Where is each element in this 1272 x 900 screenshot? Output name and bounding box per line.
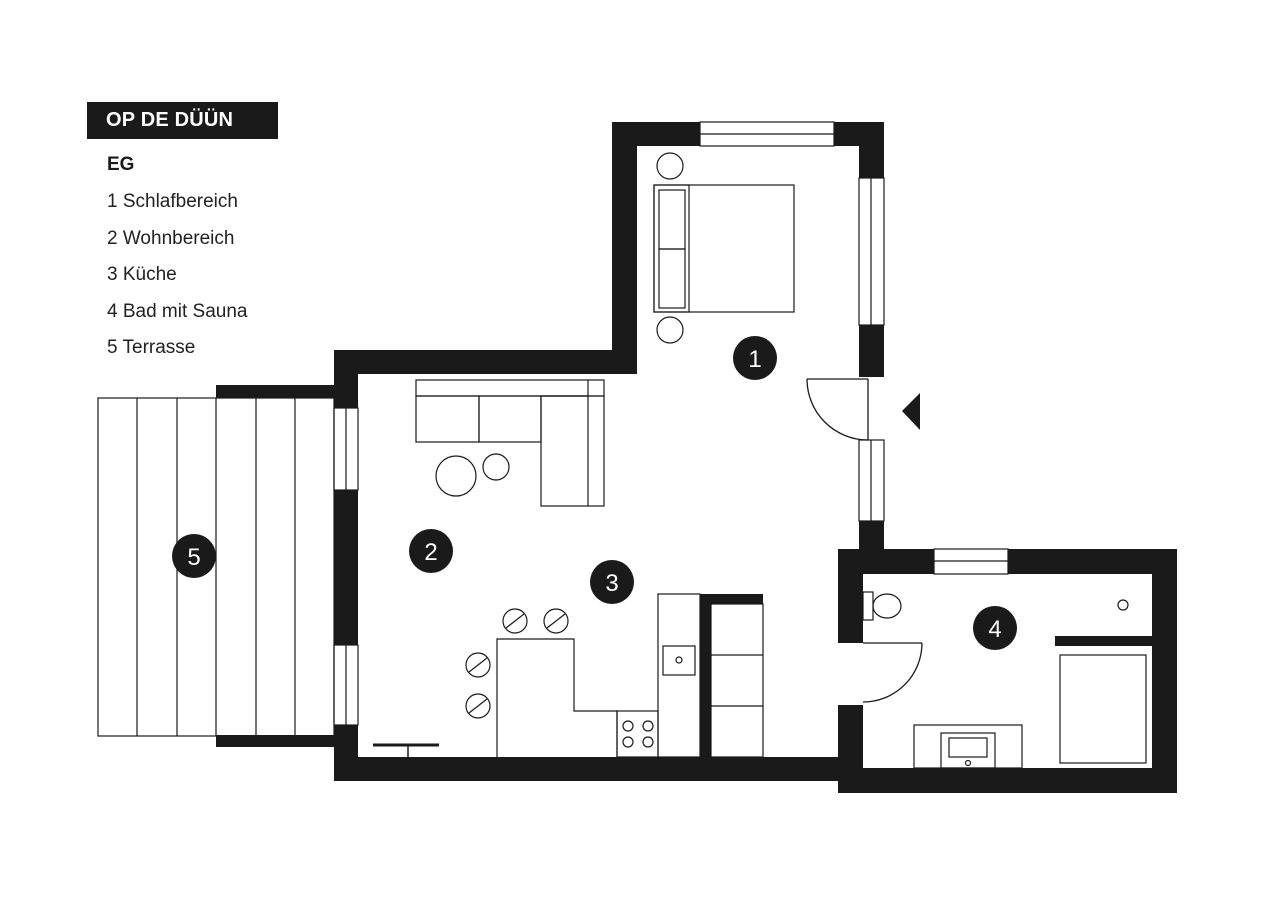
shower-head-icon — [1117, 599, 1129, 611]
legend-item-wohnbereich: 2 Wohnbereich — [107, 227, 235, 249]
kitchen-counter — [496, 593, 764, 758]
door-swing-icon — [806, 378, 923, 703]
windows — [333, 121, 1009, 726]
svg-text:5: 5 — [187, 544, 200, 571]
svg-text:1: 1 — [748, 346, 761, 373]
bar-stool-icon — [465, 608, 569, 719]
sofa-icon — [415, 379, 605, 507]
room-marker-5: 5 — [172, 534, 216, 578]
svg-text:3: 3 — [605, 570, 618, 597]
terrace — [97, 397, 335, 737]
legend-item-schlafbereich: 1 Schlafbereich — [107, 191, 238, 212]
sauna-icon — [1059, 654, 1147, 764]
floor-label: EG — [107, 154, 135, 175]
room-marker-1: 1 — [733, 336, 777, 380]
room-marker-3: 3 — [590, 560, 634, 604]
svg-text:2: 2 — [424, 539, 437, 566]
lamp-icon — [373, 743, 439, 757]
room-marker-2: 2 — [409, 529, 453, 573]
coffee-table-icon — [435, 453, 510, 497]
legend-item-kueche: 3 Küche — [107, 264, 177, 285]
legend-item-bad: 4 Bad mit Sauna — [107, 300, 248, 322]
room-marker-4: 4 — [973, 606, 1017, 650]
walls — [334, 122, 1177, 793]
svg-text:4: 4 — [988, 616, 1001, 643]
toilet-icon — [862, 591, 902, 621]
bed-icon — [653, 184, 795, 313]
terrace-borders — [216, 385, 334, 747]
plan-title: OP DE DÜÜN — [87, 102, 278, 139]
washbasin-icon — [913, 724, 1023, 769]
room-legend: 1 Schlafbereich 2 Wohnbereich 3 Küche 4 … — [107, 190, 247, 373]
sink-icon — [662, 645, 696, 676]
stove-icon — [622, 720, 654, 748]
legend-item-terrasse: 5 Terrasse — [107, 337, 196, 358]
nightstand-icon — [656, 152, 684, 344]
entrance-arrow-icon — [902, 393, 920, 430]
